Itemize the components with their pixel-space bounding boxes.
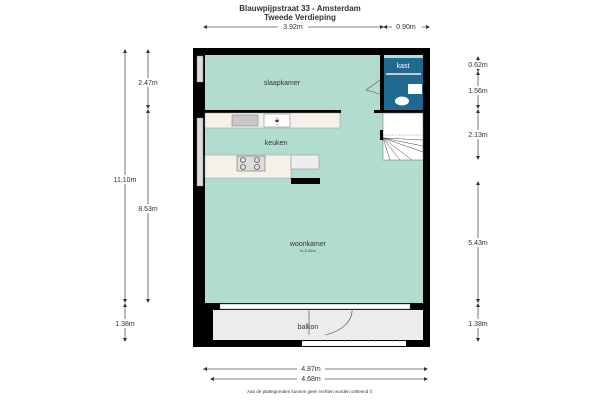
- dim-right-1: 0.62m: [468, 62, 488, 69]
- label-room-height: h=2.42m: [300, 248, 316, 253]
- dim-left-upper: 2.47m: [138, 80, 158, 87]
- dim-bottom-inner: 4.68m: [301, 376, 321, 383]
- sink-icon: [231, 114, 259, 127]
- dim-right-3: 2.13m: [468, 132, 488, 139]
- plan-title: Blauwpijpstraat 33 - Amsterdam: [239, 4, 361, 13]
- dim-top-main: 3.92m: [283, 24, 303, 31]
- window: [196, 55, 204, 83]
- plan-subtitle: Tweede Verdieping: [264, 13, 336, 22]
- label-woonkamer: woonkamer: [289, 241, 327, 248]
- balcony-area: [213, 310, 423, 340]
- stairs-icon: [380, 112, 424, 161]
- dim-top-side: 0.90m: [396, 24, 416, 31]
- label-keuken: keuken: [265, 140, 288, 147]
- stove-icon: [236, 155, 266, 172]
- extractor-icon: [290, 154, 320, 170]
- washbasin-icon: [408, 84, 422, 94]
- top-dimensions: 3.92m 0.90m: [203, 22, 430, 31]
- left-dimensions: 11.10m 2.47m 8.53m 1.38m: [108, 49, 163, 342]
- balcony-doors: [219, 303, 411, 310]
- dim-right-2: 1.56m: [468, 88, 488, 95]
- door-swing-icon: [308, 308, 353, 336]
- toilet-icon: [395, 96, 409, 106]
- svg-text:🍷: 🍷: [272, 116, 282, 126]
- tap-icon: [263, 113, 291, 128]
- dim-left-total: 11.10m: [114, 177, 137, 184]
- label-kast: kast: [397, 63, 410, 70]
- disclaimer: Aan de plattegronden kunnen geen rechten…: [247, 388, 373, 394]
- dim-bottom-outer: 4.87m: [301, 366, 321, 373]
- right-dimensions: 0.62m 1.56m 2.13m 5.43m 1.38m: [463, 56, 493, 342]
- label-slaapkamer: slaapkamer: [264, 80, 301, 87]
- balcony-railing: [301, 340, 407, 347]
- dim-right-4: 5.43m: [468, 240, 488, 247]
- dim-left-balcony: 1.38m: [115, 321, 135, 328]
- window: [196, 117, 204, 187]
- label-balkon: balkon: [298, 324, 319, 331]
- bottom-dimensions: 4.87m 4.68m: [203, 364, 428, 383]
- dim-left-lower: 8.53m: [138, 206, 158, 213]
- door-swing-icon: [365, 79, 381, 95]
- dim-right-balcony: 1.38m: [468, 321, 488, 328]
